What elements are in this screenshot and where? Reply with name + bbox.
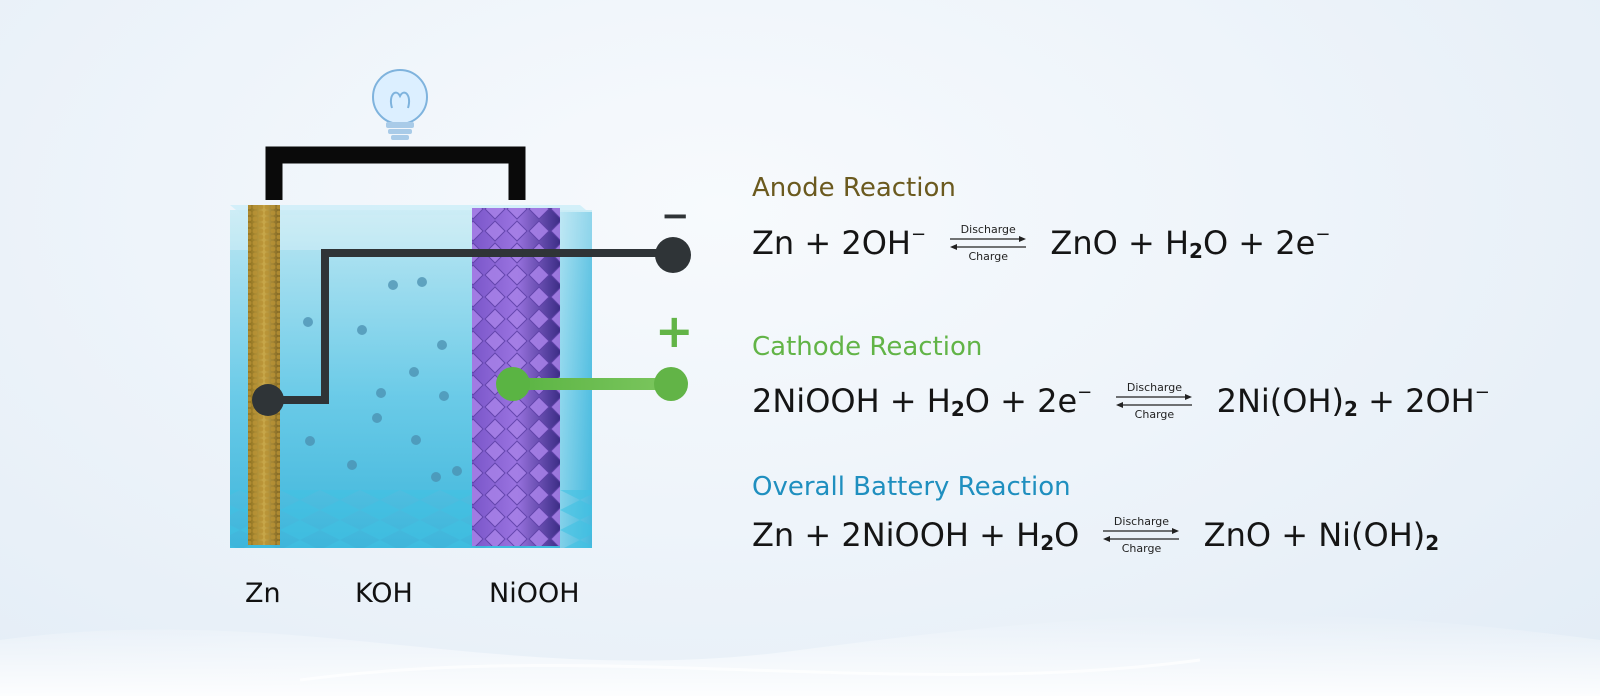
anode-reactants: Zn + 2OH− (752, 224, 927, 262)
cathode-products: 2Ni(OH)2 + 2OH− (1216, 381, 1490, 421)
zinc-electrode (248, 205, 280, 545)
overall-heading: Overall Battery Reaction (752, 472, 1071, 502)
plus-terminal: + (655, 304, 694, 358)
external-circuit-wire (265, 146, 526, 200)
positive-wire (513, 378, 671, 390)
cathode-heading: Cathode Reaction (752, 332, 983, 362)
lightbulb-icon (372, 69, 428, 140)
label-koh: KOH (355, 578, 413, 609)
minus-terminal: − (661, 196, 690, 236)
nickel-contact-node (496, 367, 530, 401)
label-zn: Zn (245, 578, 281, 609)
cathode-reactants: 2NiOOH + H2O + 2e− (752, 381, 1093, 421)
anode-equilibrium-arrows: Discharge Charge (948, 223, 1028, 263)
overall-equilibrium-arrows: Discharge Charge (1101, 515, 1181, 555)
overall-reactants: Zn + 2NiOOH + H2O (752, 515, 1080, 555)
anode-equation: Zn + 2OH− Discharge Charge ZnO + H2O + 2… (752, 222, 1330, 263)
anode-products: ZnO + H2O + 2e− (1050, 223, 1331, 263)
cathode-equation: 2NiOOH + H2O + 2e− Discharge Charge 2Ni(… (752, 380, 1490, 421)
overall-equation: Zn + 2NiOOH + H2O Discharge Charge ZnO +… (752, 514, 1439, 555)
positive-terminal-node (654, 367, 688, 401)
label-niooh: NiOOH (489, 578, 580, 609)
cathode-equilibrium-arrows: Discharge Charge (1114, 381, 1194, 421)
koh-ions (303, 277, 462, 482)
anode-heading: Anode Reaction (752, 173, 956, 203)
overall-products: ZnO + Ni(OH)2 (1203, 515, 1440, 555)
zinc-contact-node (252, 384, 284, 416)
negative-terminal-node (655, 237, 691, 273)
negative-wire (268, 249, 673, 404)
